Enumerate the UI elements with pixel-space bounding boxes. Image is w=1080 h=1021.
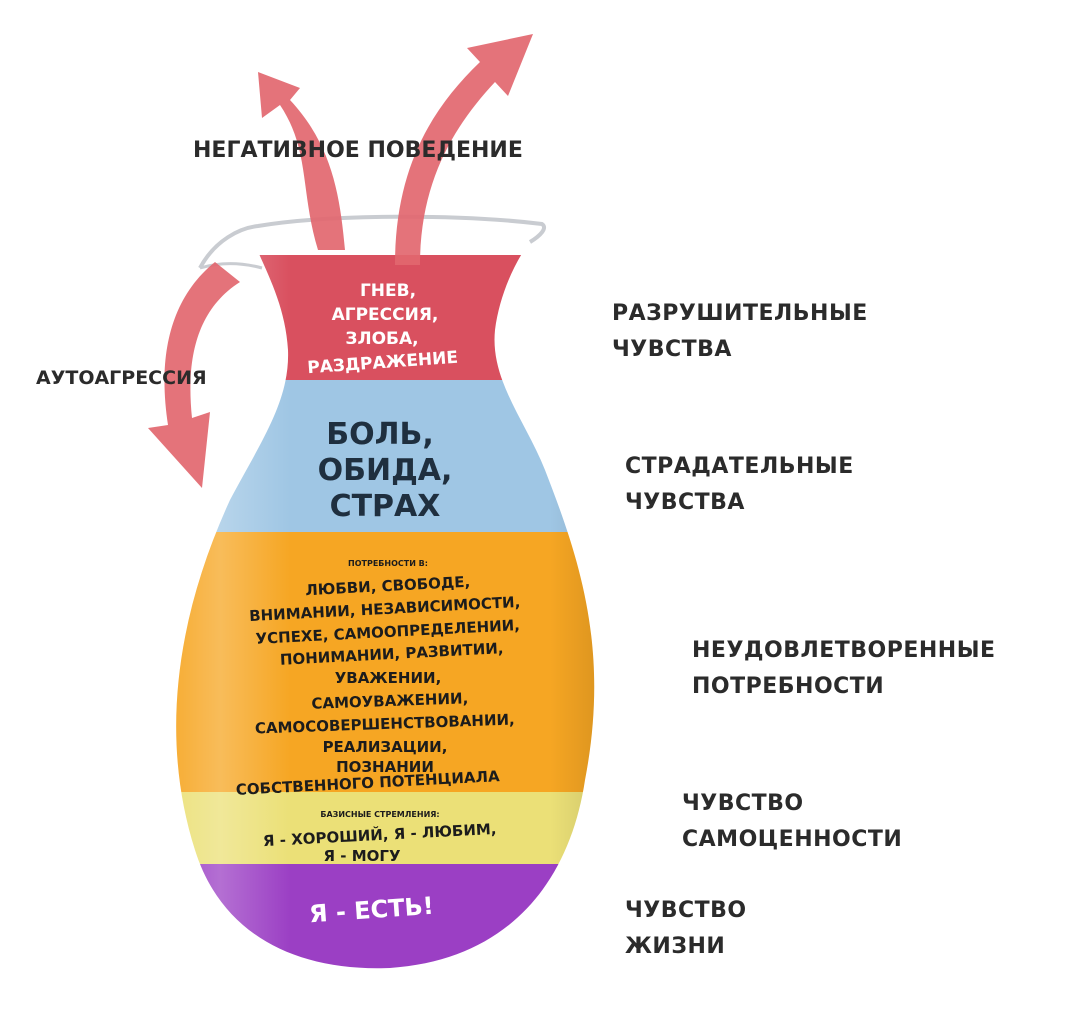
label-life-line-2: ЖИЗНИ: [625, 934, 726, 959]
arrow-up-right: [395, 34, 533, 265]
arrow-up-left: [258, 72, 345, 250]
red-line-3: ЗЛОБА,: [345, 329, 418, 349]
red-line-2: АГРЕССИЯ,: [332, 305, 439, 325]
blue-line-3: СТРАХ: [330, 489, 441, 524]
arrows-group: [148, 34, 533, 488]
label-destructive-line-1: РАЗРУШИТЕЛЬНЫЕ: [612, 301, 868, 326]
label-self-worth: ЧУВСТВО САМОЦЕННОСТИ: [682, 786, 902, 858]
label-unmet-line-1: НЕУДОВЛЕТВОРЕННЫЕ: [692, 638, 996, 663]
label-destructive-feelings: РАЗРУШИТЕЛЬНЫЕ ЧУВСТВА: [612, 296, 868, 368]
label-suffering-feelings: СТРАДАТЕЛЬНЫЕ ЧУВСТВА: [625, 449, 854, 521]
orange-header: ПОТРЕБНОСТИ В:: [348, 559, 428, 568]
label-suffering-line-1: СТРАДАТЕЛЬНЫЕ: [625, 454, 854, 479]
jug-spout: [199, 262, 263, 270]
red-line-1: ГНЕВ,: [360, 281, 416, 301]
orange-line-8: РЕАЛИЗАЦИИ,: [323, 738, 448, 756]
label-unmet-needs: НЕУДОВЛЕТВОРЕННЫЕ ПОТРЕБНОСТИ: [692, 633, 996, 705]
blue-line-2: ОБИДА,: [318, 453, 453, 488]
label-unmet-line-2: ПОТРЕБНОСТИ: [692, 674, 885, 699]
label-self-worth-line-1: ЧУВСТВО: [682, 791, 804, 816]
yellow-line-2: Я - МОГУ: [323, 847, 400, 865]
blue-layer-text: БОЛЬ, ОБИДА, СТРАХ: [318, 417, 453, 524]
label-autoaggression: АУТОАГРЕССИЯ: [36, 367, 207, 389]
orange-line-6: САМОУВАЖЕНИИ,: [311, 689, 468, 712]
arrow-autoaggression: [148, 262, 240, 488]
blue-line-1: БОЛЬ,: [326, 417, 434, 452]
label-suffering-line-2: ЧУВСТВА: [625, 490, 745, 515]
label-life-line-1: ЧУВСТВО: [625, 898, 747, 923]
label-life: ЧУВСТВО ЖИЗНИ: [625, 893, 747, 965]
yellow-header: БАЗИСНЫЕ СТРЕМЛЕНИЯ:: [320, 810, 439, 819]
orange-line-9: ПОЗНАНИИ: [336, 758, 434, 776]
label-self-worth-line-2: САМОЦЕННОСТИ: [682, 827, 903, 852]
label-negative-behavior: НЕГАТИВНОЕ ПОВЕДЕНИЕ: [193, 138, 523, 163]
orange-line-5: УВАЖЕНИИ,: [335, 669, 442, 687]
jug-rim: [198, 214, 547, 269]
label-destructive-line-2: ЧУВСТВА: [612, 337, 732, 362]
